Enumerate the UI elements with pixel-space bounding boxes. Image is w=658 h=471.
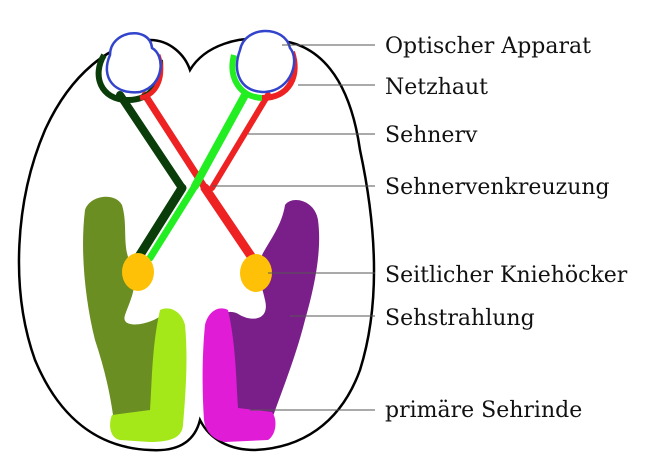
optic-tract-right-red	[200, 183, 260, 267]
label-optic-radiation: Sehstrahlung	[385, 306, 535, 331]
lateral-geniculate-left	[122, 253, 154, 291]
retina-right-green	[229, 54, 263, 101]
optic-tract-left-green	[146, 182, 199, 262]
eye-right	[235, 29, 296, 94]
label-retina: Netzhaut	[385, 75, 488, 100]
label-optical-apparatus: Optischer Apparat	[385, 34, 591, 59]
label-primary-visual-cortex: primäre Sehrinde	[385, 398, 583, 423]
optic-nerve-right-green	[191, 91, 249, 190]
optic-nerve-right-red	[209, 92, 271, 191]
label-lateral-geniculate: Seitlicher Kniehöcker	[385, 263, 628, 288]
lateral-geniculate-right	[240, 254, 272, 292]
label-optic-nerve: Sehnerv	[385, 123, 478, 148]
visual-cortex-right	[202, 308, 276, 442]
optic-tract-left-dark	[133, 183, 187, 263]
label-optic-chiasm: Sehnervenkreuzung	[385, 175, 610, 200]
optic-nerve-left-red	[141, 91, 209, 192]
optic-radiation-right	[209, 200, 320, 425]
optic-nerve-left-dark	[116, 91, 186, 192]
visual-cortex-left	[110, 308, 187, 442]
eye-left	[105, 32, 162, 94]
brain-outline	[17, 37, 376, 452]
